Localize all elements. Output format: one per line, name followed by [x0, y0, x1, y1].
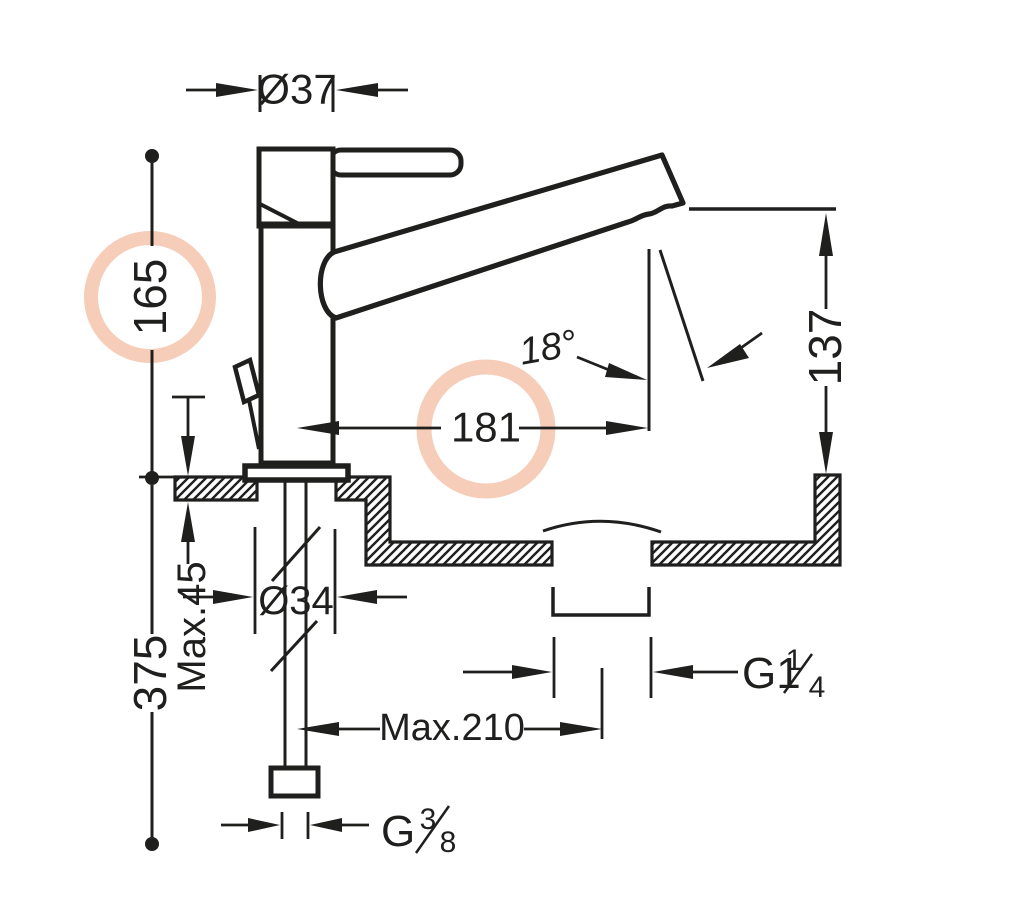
cap-parting-line — [259, 202, 302, 227]
drain-pull-rod — [232, 356, 262, 406]
dim-supply-thread: G 3 8 — [221, 803, 456, 859]
basin-curve — [542, 519, 662, 534]
dim-supply-thread-label: G — [381, 807, 415, 856]
dim-depth-label: 375 — [124, 635, 176, 712]
arrowhead-right — [512, 665, 552, 679]
hose-connector — [268, 765, 321, 799]
dim-spout-reach-label: 181 — [451, 404, 521, 451]
arrowhead-up — [181, 502, 195, 542]
fraction-slash — [782, 653, 814, 694]
dim-top-diameter-label: Ø37 — [257, 66, 336, 113]
arrowhead-down — [819, 432, 833, 474]
dim-max-counter-thickness: Max.45 — [170, 395, 214, 693]
arrowhead-leader — [605, 363, 647, 380]
supply-thread-denominator: 8 — [440, 826, 457, 859]
faucet-cartridge-cap — [256, 146, 336, 229]
stream-line — [658, 249, 705, 382]
faucet-base-plate — [242, 463, 351, 483]
arrowhead-left — [653, 665, 693, 679]
dim-spout-angle: 18° — [516, 322, 647, 380]
dim-max-thickness-label: Max.45 — [170, 561, 214, 692]
arrowhead-left — [310, 818, 342, 832]
dim-drain-thread: G1 1 4 — [463, 637, 825, 704]
dim-max-drain-offset: Max.210 — [297, 668, 604, 749]
counter-left-block — [173, 475, 259, 502]
pull-rod-stem — [247, 399, 261, 450]
dim-hole-diameter: Ø34 — [183, 527, 407, 634]
arrowhead-up — [819, 213, 833, 256]
hose-break-mark-lower — [269, 619, 319, 673]
dim-height-label: 165 — [124, 259, 176, 336]
arrowhead-down — [181, 436, 195, 476]
drain-outline — [551, 587, 651, 617]
counter-mid-block — [334, 475, 554, 567]
drain-thread-numerator: 1 — [786, 644, 803, 677]
arrowhead-left — [337, 590, 377, 604]
arrowhead-right — [216, 83, 258, 97]
countertop-section — [173, 473, 842, 617]
dim-max-drain-offset-label: Max.210 — [379, 707, 525, 749]
dim-dot-bottom — [145, 837, 159, 851]
arrowhead-right — [560, 722, 602, 736]
dim-top-diameter: Ø37 — [186, 66, 408, 113]
dim-height-165: 165 — [124, 149, 176, 485]
arrowhead-stream — [707, 344, 749, 368]
faucet — [232, 146, 686, 799]
arrowhead-right — [606, 421, 648, 435]
dim-spout-angle-label: 18° — [516, 322, 580, 373]
arrowhead-left — [336, 83, 378, 97]
dim-drain-thread-label: G1 — [742, 649, 801, 698]
fraction-slash — [414, 805, 451, 854]
arrowhead-right — [213, 590, 253, 604]
supply-thread-numerator: 3 — [420, 803, 437, 836]
hose-break-mark-upper — [270, 526, 322, 582]
drain-thread-denominator: 4 — [809, 671, 826, 704]
dim-dot-top — [145, 149, 159, 163]
counter-right-block — [650, 473, 842, 567]
dim-hole-diameter-label: Ø34 — [258, 579, 334, 623]
dim-spout-reach: 181 — [297, 249, 651, 451]
stream-direction — [658, 249, 763, 382]
arrowhead-left — [297, 722, 339, 736]
faucet-spout — [317, 152, 686, 321]
faucet-handle — [327, 147, 464, 178]
highlight-ring-165 — [84, 231, 216, 363]
dim-outlet-height: 137 — [689, 207, 851, 474]
dim-outlet-height-label: 137 — [799, 309, 851, 386]
arrowhead-right — [248, 818, 280, 832]
arrowhead-left — [297, 421, 339, 435]
dim-depth-375: 375 — [124, 485, 176, 851]
